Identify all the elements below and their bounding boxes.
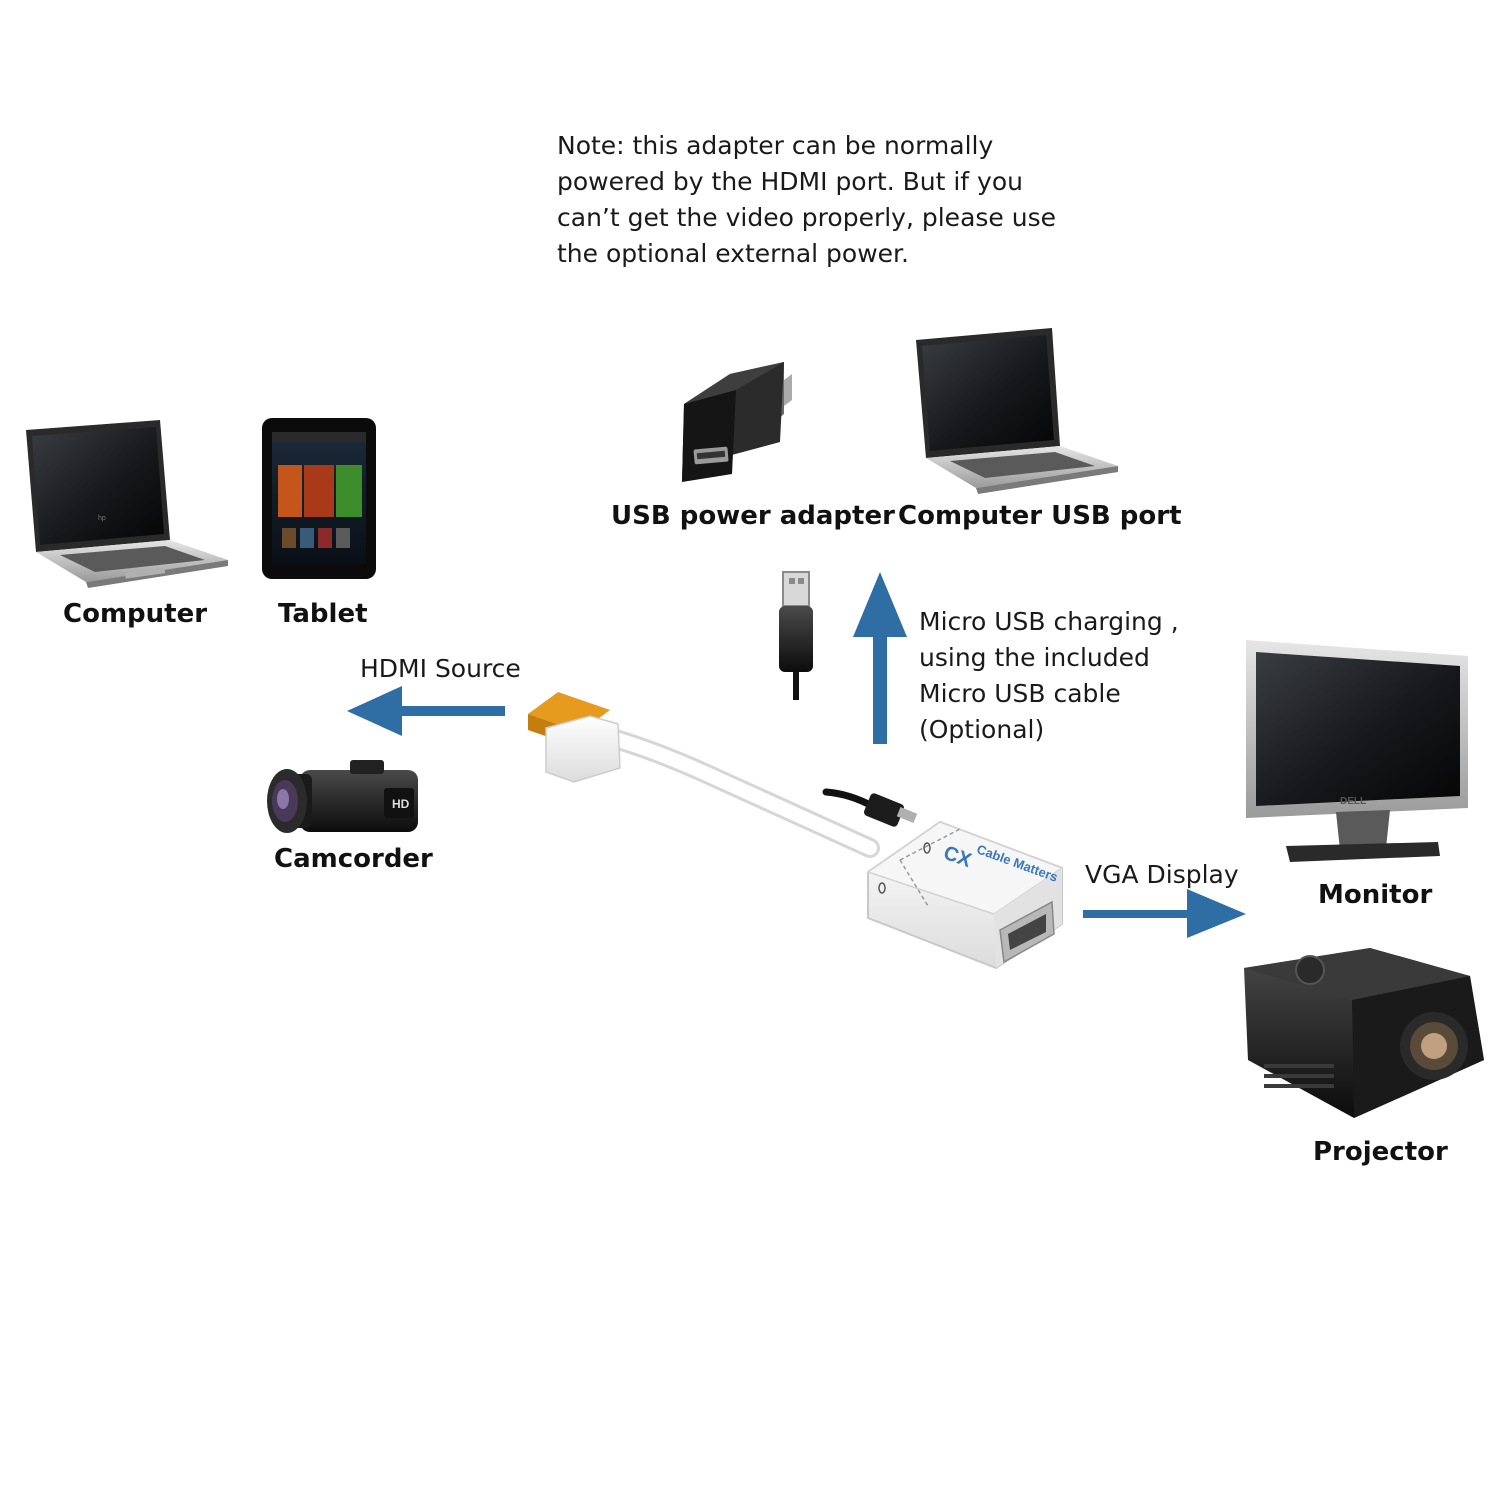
hdmi-source-arrow-icon [347,686,505,736]
laptop-usb-port-icon [916,328,1118,494]
tablet-label: Tablet [278,599,368,629]
hdmi-source-label: HDMI Source [360,654,521,683]
hdmi-vga-adapter-icon [528,692,1064,970]
camcorder-label: Camcorder [274,844,433,874]
micro-usb-note: Micro USB charging , using the included … [919,604,1179,748]
micro-usb-note-line: Micro USB charging , [919,607,1179,636]
computer-label: Computer [63,599,208,629]
usb-power-adapter-icon [682,362,792,482]
monitor-icon [1246,640,1468,862]
vga-display-arrow-icon [1083,889,1246,938]
micro-usb-note-line: using the included [919,643,1150,672]
power-note-line: the optional external power. [557,239,909,268]
micro-usb-note-line: Micro USB cable [919,679,1121,708]
laptop-logo: hp [98,515,106,522]
micro-usb-arrow-icon [853,572,907,744]
projector-icon [1244,948,1484,1118]
monitor-brand: DELL [1340,796,1366,807]
power-note-line: powered by the HDMI port. But if you [557,167,1023,196]
usb-power-adapter-label: USB power adapter [611,501,895,531]
power-note-line: Note: this adapter can be normally [557,131,994,160]
micro-usb-note-line: (Optional) [919,715,1045,744]
projector-label: Projector [1313,1137,1448,1167]
power-note: Note: this adapter can be normally power… [557,128,1077,272]
usb-cable-icon [779,571,813,700]
vga-display-label: VGA Display [1085,860,1239,889]
monitor-label: Monitor [1318,880,1433,910]
computer-usb-port-label: Computer USB port [898,501,1182,531]
camcorder-icon [267,760,418,833]
camcorder-hd-badge: HD [392,797,410,811]
power-note-line: can’t get the video properly, please use [557,203,1056,232]
tablet-icon [262,418,376,579]
laptop-computer-icon [26,420,228,588]
